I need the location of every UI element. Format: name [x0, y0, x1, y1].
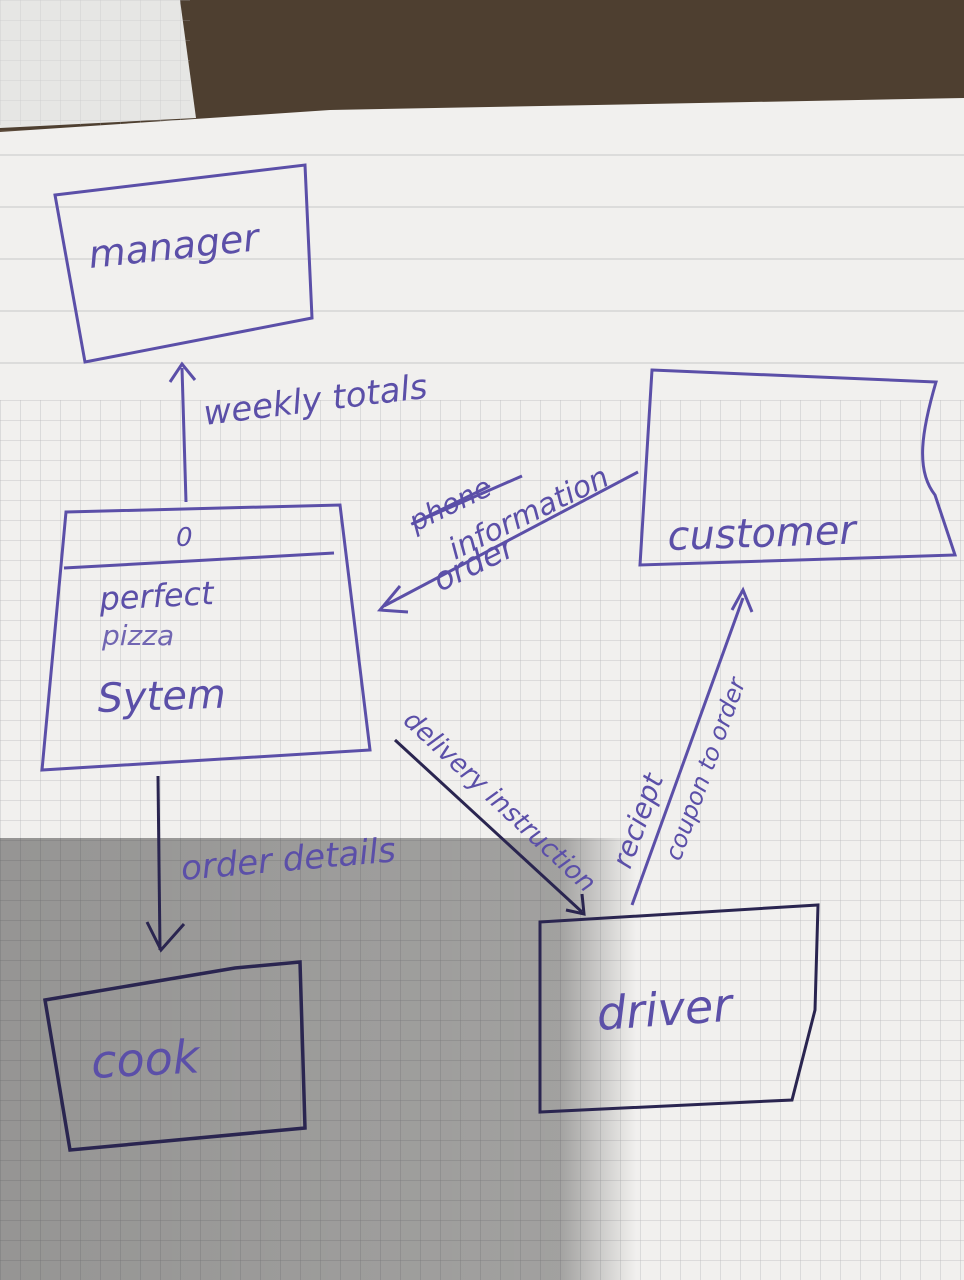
cook-box: cook: [42, 960, 307, 1152]
driver-label: driver: [595, 977, 737, 1041]
process-number: 0: [176, 523, 193, 553]
customer-label: customer: [667, 507, 859, 560]
process-label-perfect: perfect: [97, 574, 216, 618]
perfect-pizza-system-process: 0 perfect pizza Sytem: [40, 503, 372, 772]
process-label-pizza: pizza: [101, 619, 174, 652]
strike-through-mark: [411, 474, 523, 526]
cook-label: cook: [90, 1029, 203, 1089]
customer-box: customer: [638, 368, 958, 567]
driver-box: driver: [538, 903, 820, 1114]
process-label-sytem: Sytem: [97, 672, 227, 722]
